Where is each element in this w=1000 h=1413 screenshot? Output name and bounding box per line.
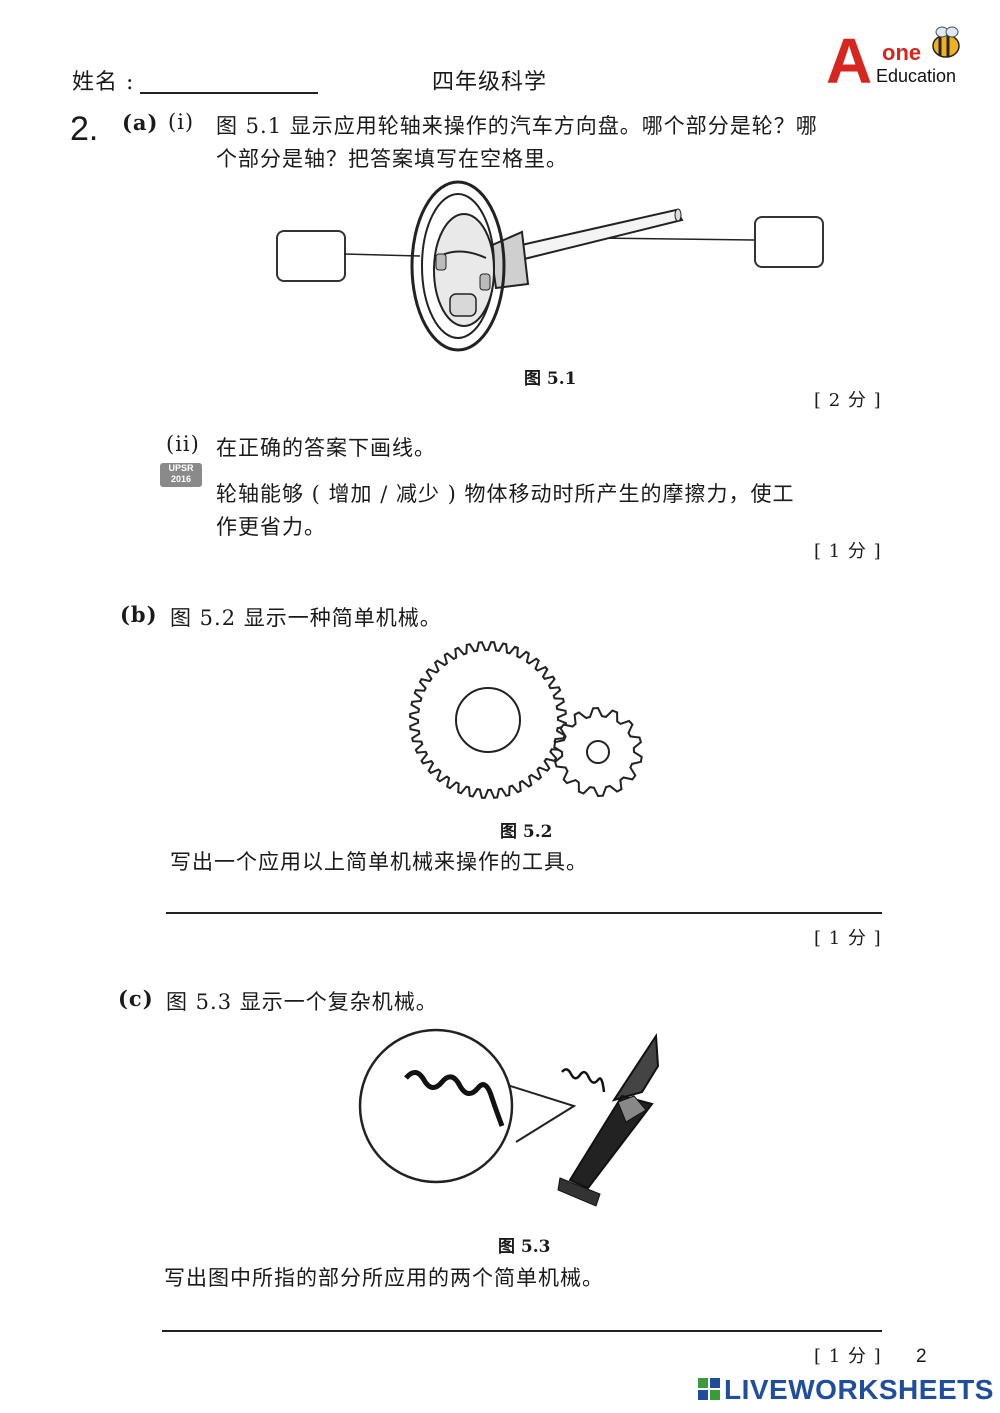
part-c-label: (c) [118, 986, 154, 1011]
part-b-label: (b) [120, 602, 158, 627]
part-a-i-label: (i) [168, 110, 195, 134]
marks-b: [ 1 分 ] [814, 928, 882, 949]
subject-title: 四年级科学 [432, 70, 548, 95]
answer-box-left[interactable] [276, 230, 346, 282]
part-c-question: 写出图中所指的部分所应用的两个简单机械。 [164, 1266, 604, 1290]
part-b-question: 写出一个应用以上简单机械来操作的工具。 [170, 850, 588, 874]
part-c-text: 图 5.3 显示一个复杂机械。 [166, 990, 438, 1014]
name-input-line[interactable] [140, 92, 318, 94]
part-b-answer-line[interactable] [166, 912, 882, 914]
part-c-answer-line[interactable] [162, 1330, 882, 1332]
marks-c: [ 1 分 ] [814, 1346, 882, 1367]
logo-one: one [882, 40, 922, 65]
footer-brand: LIVEWORKSHEETS [724, 1374, 994, 1405]
part-a-label: (a) [122, 110, 159, 135]
part-b-text: 图 5.2 显示一种简单机械。 [170, 606, 442, 630]
answer-box-right[interactable] [754, 216, 824, 268]
figure-5-1-caption: 图 5.1 [524, 369, 577, 389]
small-gear [553, 706, 643, 798]
upsr-2016-badge: UPSR 2016 [160, 463, 202, 487]
part-a-i-text-line2: 个部分是轴？把答案填写在空格里。 [216, 147, 568, 171]
part-a-ii-label: (ii) [166, 432, 200, 456]
figure-5-2-caption: 图 5.2 [500, 822, 553, 842]
part-a-ii-sentence-line2: 作更省力。 [216, 515, 326, 539]
logo-education: Education [876, 66, 957, 86]
marks-a-i: [ 2 分 ] [814, 390, 882, 411]
badge-line2: 2016 [170, 474, 192, 484]
steering-wheel-figure [343, 180, 755, 352]
gearSmall-hub [586, 740, 610, 764]
gears-figure [409, 641, 643, 799]
large-gear [409, 641, 567, 799]
marks-a-ii: [ 1 分 ] [814, 541, 882, 562]
figure-5-3-caption: 图 5.3 [498, 1237, 551, 1257]
name-label: 姓名 : [72, 70, 135, 95]
part-a-ii-sentence-line1[interactable]: 轮轴能够 ( 增加 / 减少 ) 物体移动时所产生的摩擦力，使工 [216, 482, 795, 506]
bee-icon [932, 26, 960, 58]
corkscrew-figure [358, 1028, 660, 1207]
part-a-ii-text: 在正确的答案下画线。 [216, 436, 436, 460]
question-number: 2. [70, 110, 99, 148]
logo-letter: A [826, 25, 873, 97]
gearBig-hub [455, 687, 521, 753]
aone-education-logo: A one Education [826, 25, 971, 97]
part-a-i-text-line1: 图 5.1 显示应用轮轴来操作的汽车方向盘。哪个部分是轮？哪 [216, 114, 818, 138]
badge-line1: UPSR [168, 463, 194, 473]
page-number: 2 [916, 1346, 927, 1367]
liveworksheets-logo-icon [698, 1378, 720, 1400]
